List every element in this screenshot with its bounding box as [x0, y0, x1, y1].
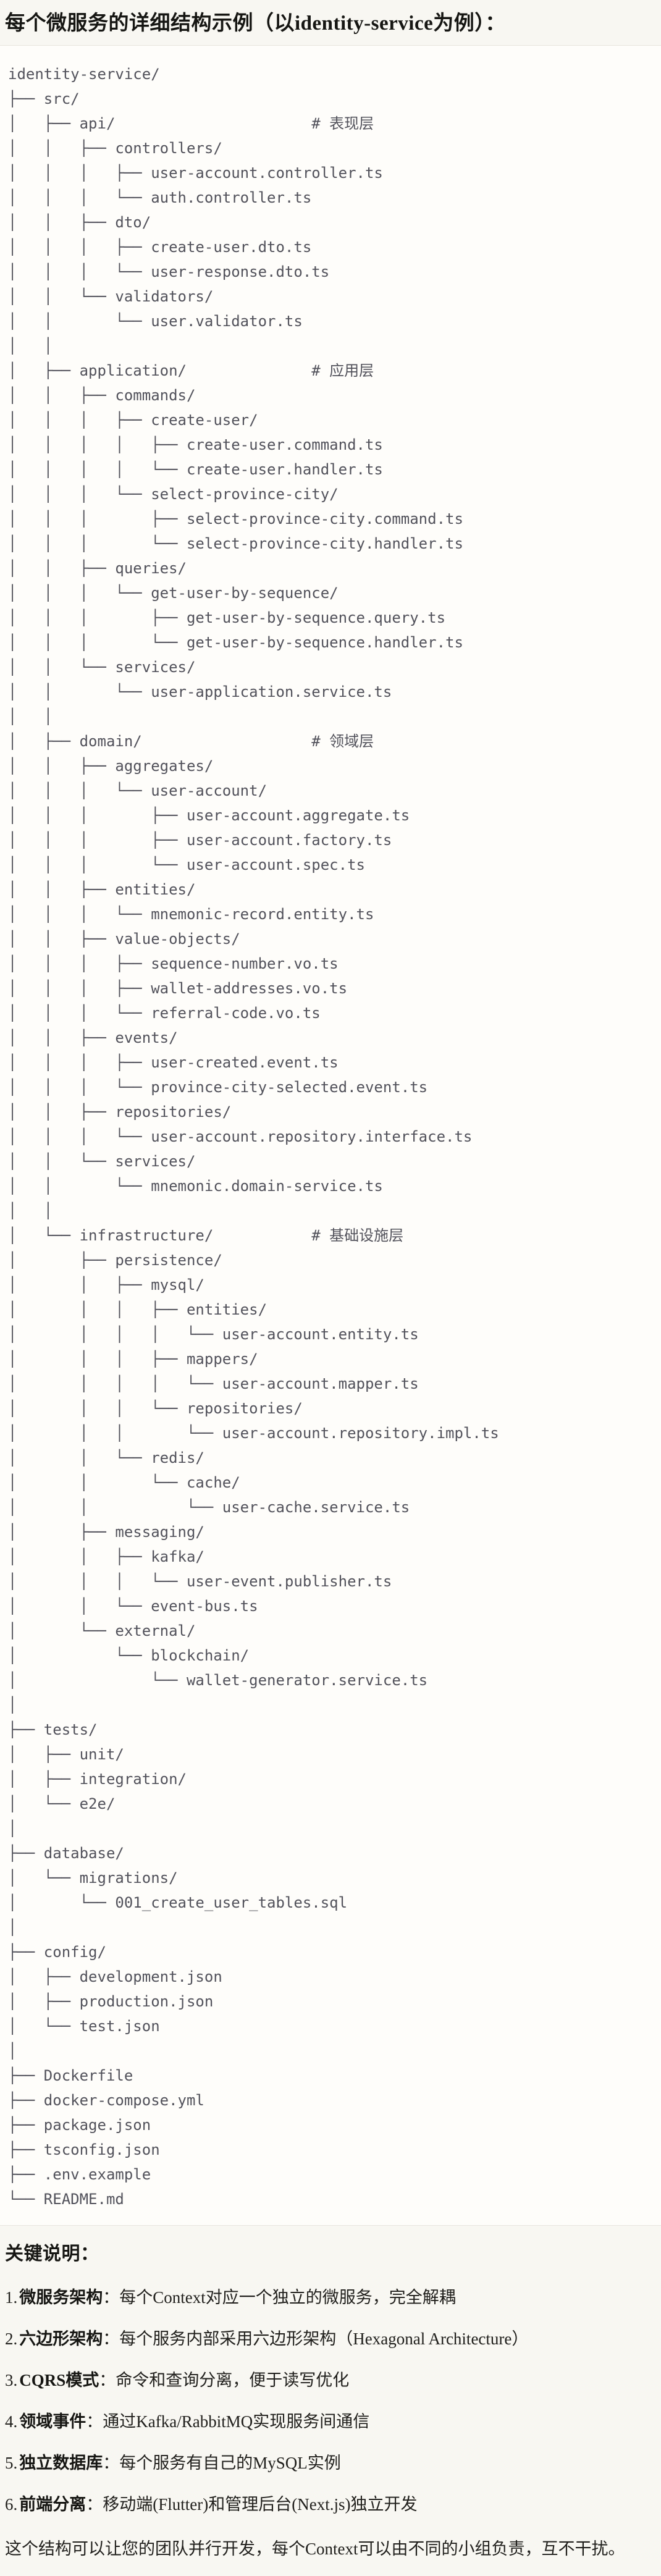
directory-tree: identity-service/ ├── src/ │ ├── api/ # …: [8, 65, 499, 2208]
note-text: ：每个Context对应一个独立的微服务，完全解耦: [103, 2288, 456, 2307]
note-number: 2.: [5, 2330, 18, 2348]
page-title: 每个微服务的详细结构示例（以identity-service为例）：: [5, 12, 506, 35]
note-item-hexagonal: 2.六边形架构：每个服务内部采用六边形架构（Hexagonal Architec…: [5, 2328, 654, 2349]
code-block: identity-service/ ├── src/ │ ├── api/ # …: [0, 45, 661, 2226]
note-text: ：每个服务有自己的MySQL实例: [103, 2454, 341, 2472]
note-item-cqrs: 3.CQRS模式：命令和查询分离，便于读写优化: [5, 2370, 654, 2391]
note-text: ：通过Kafka/RabbitMQ实现服务间通信: [86, 2412, 370, 2431]
note-item-domain-events: 4.领域事件：通过Kafka/RabbitMQ实现服务间通信: [5, 2411, 654, 2432]
note-text: ：移动端(Flutter)和管理后台(Next.js)独立开发: [86, 2495, 418, 2514]
note-label: 微服务架构: [19, 2288, 103, 2307]
closing-paragraph: 这个结构可以让您的团队并行开发，每个Context可以由不同的小组负责，互不干扰…: [5, 2540, 625, 2558]
note-number: 5.: [5, 2454, 18, 2472]
note-number: 1.: [5, 2288, 18, 2307]
notes-section: 关键说明： 1.微服务架构：每个Context对应一个独立的微服务，完全解耦 2…: [0, 2226, 661, 2576]
note-number: 4.: [5, 2412, 18, 2431]
notes-heading: 关键说明：: [5, 2244, 99, 2264]
note-item-frontend: 6.前端分离：移动端(Flutter)和管理后台(Next.js)独立开发: [5, 2494, 654, 2515]
note-item-database: 5.独立数据库：每个服务有自己的MySQL实例: [5, 2452, 654, 2473]
note-number: 3.: [5, 2371, 18, 2389]
note-label: 前端分离: [19, 2495, 86, 2514]
note-label: 领域事件: [19, 2412, 86, 2431]
note-number: 6.: [5, 2495, 18, 2514]
note-label: 六边形架构: [19, 2330, 103, 2348]
note-item-microservices: 1.微服务架构：每个Context对应一个独立的微服务，完全解耦: [5, 2287, 654, 2308]
note-label: CQRS模式: [19, 2371, 99, 2389]
note-label: 独立数据库: [19, 2454, 103, 2472]
note-text: ：命令和查询分离，便于读写优化: [99, 2371, 350, 2389]
note-text: ：每个服务内部采用六边形架构（Hexagonal Architecture）: [103, 2330, 529, 2348]
